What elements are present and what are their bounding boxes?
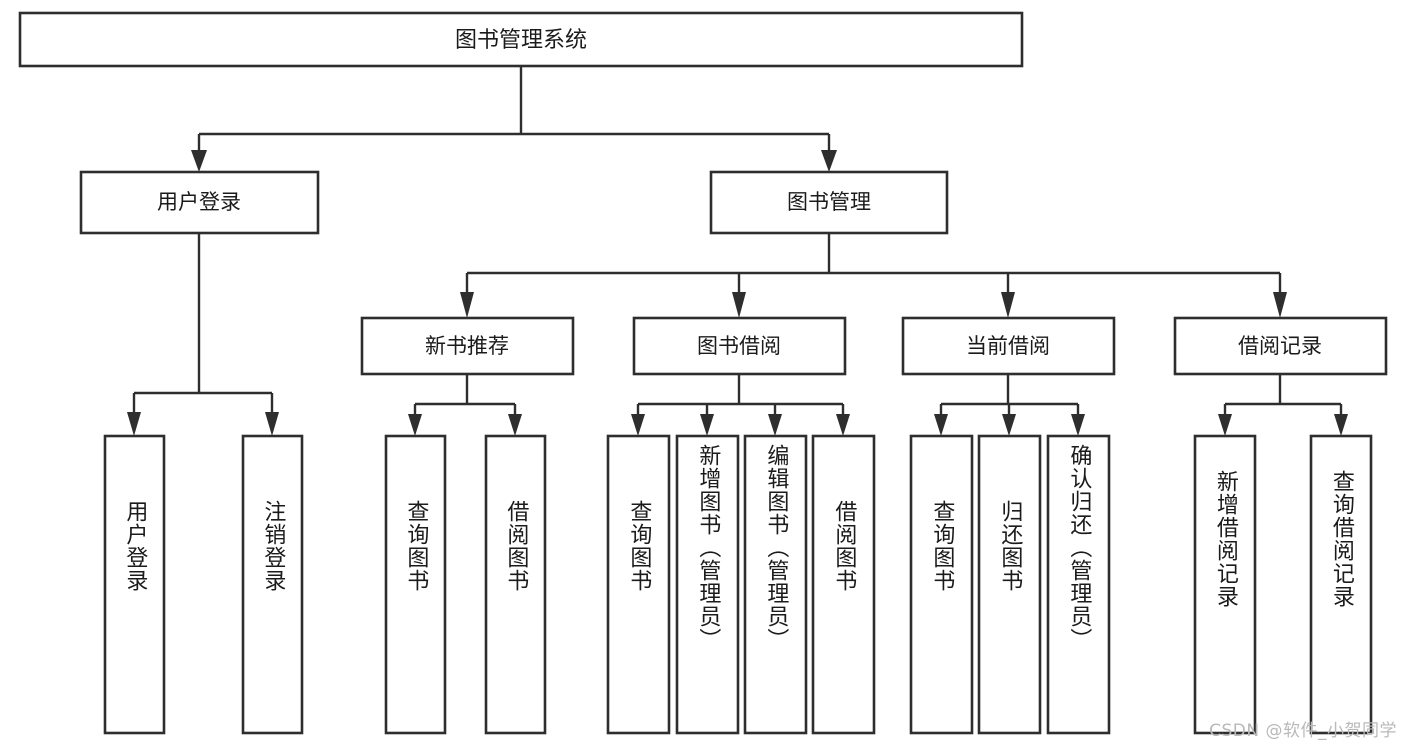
node-user-login-box[interactable] — [79, 170, 320, 235]
node-book-borrow-box[interactable] — [632, 316, 847, 376]
node-new-book-recommend-box[interactable] — [360, 316, 575, 376]
node-new-book-recommend-label: 新书推荐 — [425, 334, 509, 358]
arrow-head-icon — [1001, 292, 1015, 318]
arrow-head-icon — [1071, 414, 1085, 436]
connector-group-book-borrow — [631, 374, 850, 436]
node-leaf-query-book-3-box[interactable] — [909, 434, 974, 735]
watermark-text: CSDN @软件_小贺同学 — [1209, 721, 1397, 741]
node-leaf-confirm-return-box[interactable] — [1046, 434, 1111, 735]
node-root-box[interactable] — [18, 11, 1024, 68]
node-leaf-user-login-box[interactable] — [103, 434, 166, 735]
connector-group-user-login — [127, 233, 279, 436]
arrow-head-icon — [460, 292, 474, 318]
arrow-head-icon — [127, 412, 141, 436]
node-leaf-logout-box[interactable] — [241, 434, 304, 735]
node-book-manage-label: 图书管理 — [787, 190, 871, 214]
node-leaf-return-book-box[interactable] — [977, 434, 1042, 735]
node-book-borrow-label: 图书借阅 — [697, 334, 781, 358]
arrow-head-icon — [631, 414, 645, 436]
arrow-head-icon — [508, 414, 522, 436]
connector-group-root — [191, 66, 837, 172]
node-leaf-add-record-box[interactable] — [1193, 434, 1257, 735]
node-user-login-label: 用户登录 — [157, 190, 241, 214]
node-current-borrow-label: 当前借阅 — [966, 334, 1050, 358]
arrow-head-icon — [1002, 414, 1016, 436]
arrow-head-icon — [408, 414, 422, 436]
node-leaf-borrow-book-2-box[interactable] — [811, 434, 876, 735]
connector-group-borrow-record — [1218, 374, 1348, 436]
connector-group-current-borrow — [934, 374, 1085, 436]
arrow-head-icon — [265, 412, 279, 436]
node-leaf-query-record-box[interactable] — [1309, 434, 1373, 735]
node-root-label: 图书管理系统 — [455, 28, 587, 53]
arrow-head-icon — [700, 414, 714, 436]
node-borrow-record-box[interactable] — [1173, 316, 1388, 376]
node-leaf-edit-book-box[interactable] — [743, 434, 808, 735]
arrow-head-icon — [1273, 292, 1287, 318]
node-leaf-borrow-book-1-box[interactable] — [484, 434, 547, 735]
connector-group-new-book-recommend — [408, 374, 522, 436]
node-book-manage-box[interactable] — [709, 170, 949, 235]
node-current-borrow-box[interactable] — [901, 316, 1116, 376]
arrow-head-icon — [934, 414, 948, 436]
node-borrow-record-label: 借阅记录 — [1238, 334, 1322, 358]
arrow-head-icon — [768, 414, 782, 436]
arrow-head-icon — [1218, 414, 1232, 436]
arrow-head-icon — [821, 150, 837, 172]
arrow-head-icon — [1334, 414, 1348, 436]
node-leaf-query-book-2-box[interactable] — [606, 434, 671, 735]
node-leaf-add-book-box[interactable] — [675, 434, 740, 735]
arrow-head-icon — [836, 414, 850, 436]
node-leaf-query-book-1-box[interactable] — [384, 434, 447, 735]
arrow-head-icon — [732, 292, 746, 318]
arrow-head-icon — [191, 150, 207, 172]
connector-group-book-manage — [460, 233, 1287, 318]
